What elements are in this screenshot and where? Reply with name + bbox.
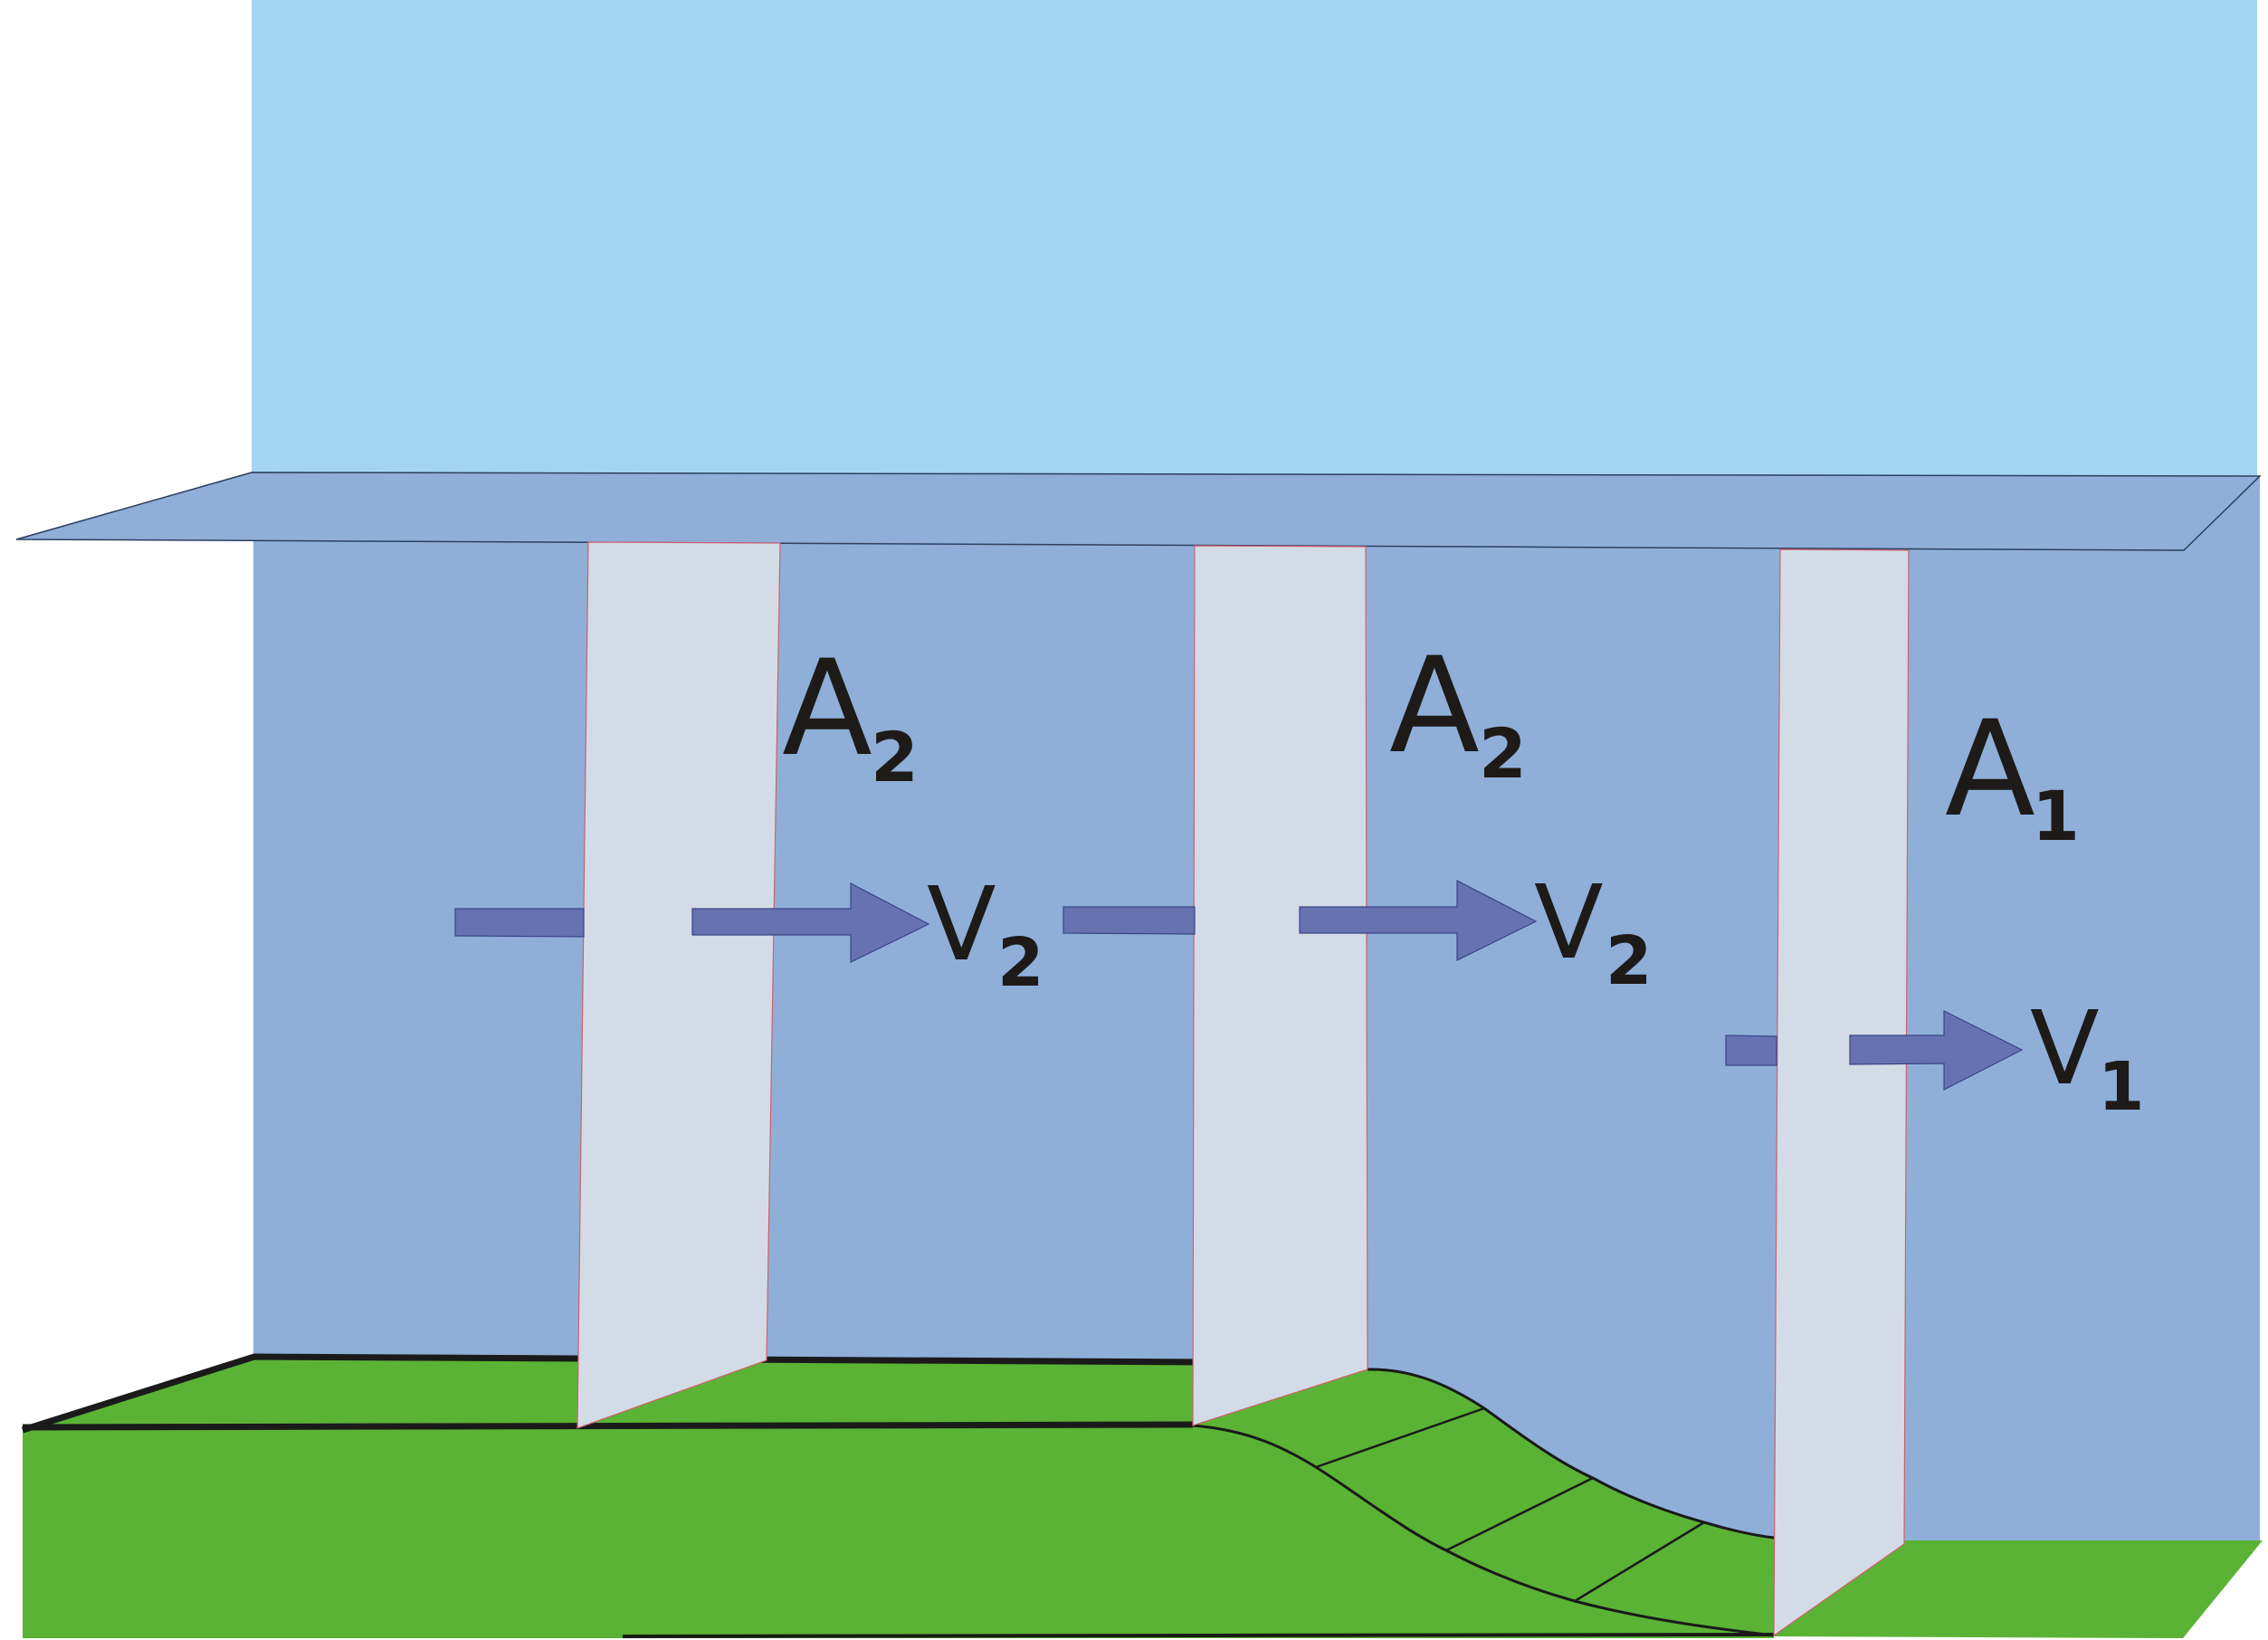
flow-arrow-tail-1 bbox=[454, 908, 585, 938]
flow-arrow-1 bbox=[691, 882, 930, 963]
area-subscript-1: 2 bbox=[871, 717, 919, 797]
area-label-3: A bbox=[1945, 692, 2035, 846]
cross-section-panel-3 bbox=[1773, 548, 1910, 1637]
velocity-label-3: V bbox=[2030, 990, 2100, 1108]
flow-arrow-3 bbox=[1849, 1010, 2024, 1091]
flow-arrow-tail-3 bbox=[1725, 1035, 1777, 1066]
cross-section-panel-2 bbox=[1192, 545, 1368, 1426]
ground-terrace-top bbox=[23, 1357, 1367, 1428]
ground-front-face bbox=[23, 1425, 1774, 1638]
area-subscript-2: 2 bbox=[1479, 713, 1527, 794]
area-label-2: A bbox=[1389, 629, 1480, 783]
velocity-subscript-3: 1 bbox=[2098, 1048, 2145, 1126]
right-wall-edge bbox=[2184, 476, 2260, 1543]
sky-background bbox=[252, 0, 2257, 507]
flow-arrow-2 bbox=[1299, 880, 1538, 961]
velocity-subscript-1: 2 bbox=[997, 924, 1044, 1002]
roof-lid bbox=[15, 472, 2262, 551]
velocity-label-1: V bbox=[927, 866, 996, 984]
area-label-1: A bbox=[782, 632, 872, 786]
area-subscript-3: 1 bbox=[2032, 776, 2080, 856]
ground-plain-top bbox=[1773, 1540, 2263, 1638]
velocity-subscript-2: 2 bbox=[1606, 922, 1653, 1000]
velocity-label-2: V bbox=[1534, 864, 1604, 982]
flow-arrow-tail-2 bbox=[1063, 906, 1196, 935]
cross-section-panel-1 bbox=[577, 541, 781, 1429]
ground-outlines bbox=[21, 1353, 1775, 1638]
